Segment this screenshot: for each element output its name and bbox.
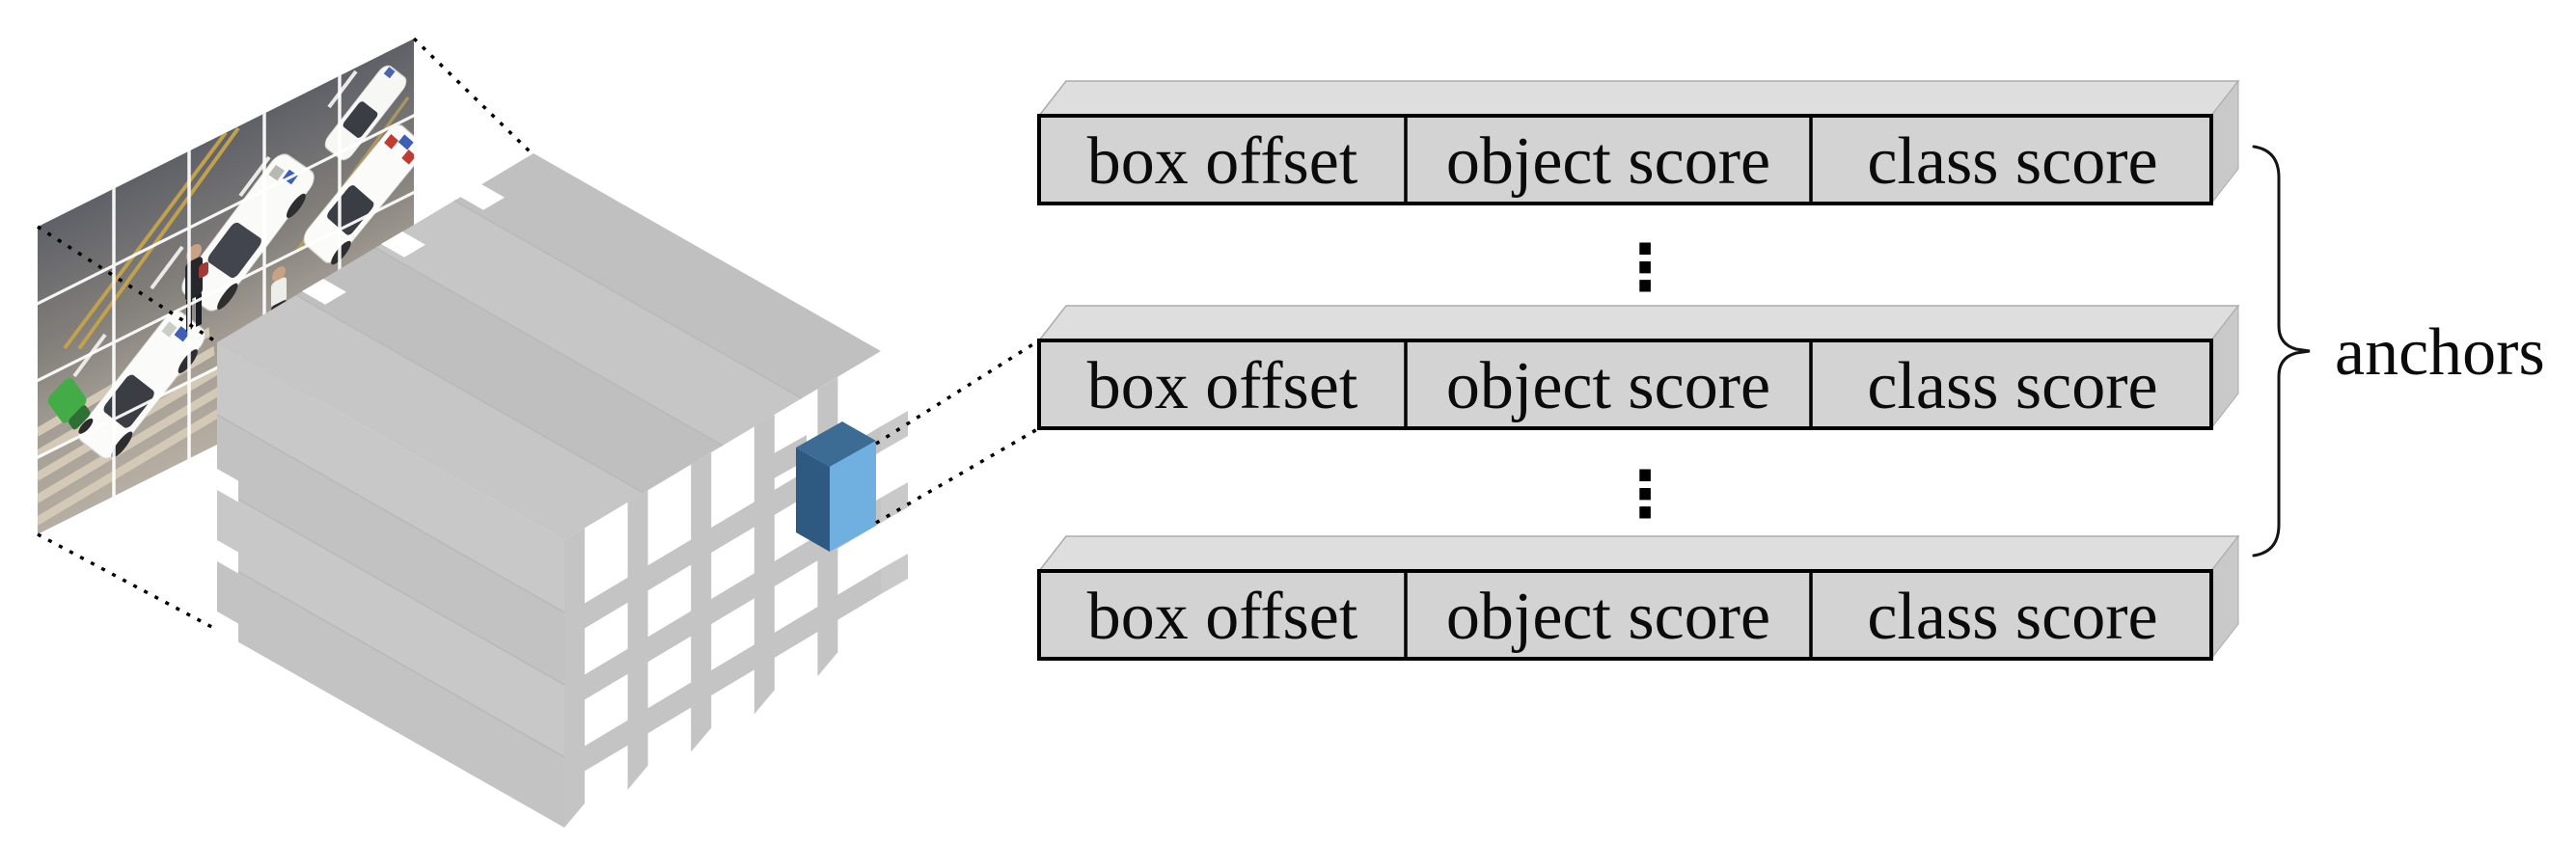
highlighted-cell [796, 421, 876, 552]
highlighted-cell-front [830, 441, 876, 552]
cell-object-score: object score [1446, 349, 1770, 423]
projection-line-bottom [37, 532, 218, 632]
highlighted-cell-side [796, 448, 830, 552]
row-front-face [1037, 114, 2213, 205]
anchor-row-3: box offset object score class score [1037, 534, 2240, 661]
top-stair-notches [302, 184, 505, 305]
row-front-face [1037, 569, 2213, 661]
projection-line-top [412, 37, 534, 156]
feature-map-left-face [216, 342, 565, 828]
cell-line-bottom [875, 426, 1040, 525]
cell-class-score: class score [1867, 349, 2157, 423]
row-front-face [1037, 339, 2213, 430]
cell-object-score: object score [1446, 580, 1770, 654]
image-grid-lines [38, 74, 414, 498]
anchor-row-1: box offset object score class score [1037, 79, 2240, 205]
feature-map [216, 153, 908, 828]
cell-object-score: object score [1446, 124, 1770, 199]
input-image [38, 39, 414, 534]
cell-box-offset: box offset [1087, 124, 1358, 199]
anchor-row-2: box offset object score class score [1037, 304, 2240, 430]
anchors-label: anchors [2335, 315, 2545, 390]
vertical-ellipsis-2: ⋮ [1613, 457, 1677, 531]
scooter [47, 377, 94, 434]
cell-box-offset: box offset [1087, 349, 1358, 423]
cell-line-top [875, 339, 1040, 446]
cell-class-score: class score [1867, 124, 2157, 199]
left-edge-notches [217, 469, 238, 645]
image-projection-lines [37, 37, 534, 632]
cell-projection-lines [875, 339, 1040, 525]
anchors-brace [2252, 145, 2311, 557]
row-top-face [1037, 80, 2240, 117]
vertical-ellipsis-1: ⋮ [1613, 231, 1677, 305]
car-distant [324, 65, 407, 161]
cell-class-score: class score [1867, 580, 2157, 654]
row-top-face [1037, 305, 2240, 341]
feature-map-top-face [217, 153, 881, 540]
cell-box-offset: box offset [1087, 580, 1358, 654]
row-top-face [1037, 535, 2240, 572]
highlighted-cell-top [796, 421, 876, 467]
